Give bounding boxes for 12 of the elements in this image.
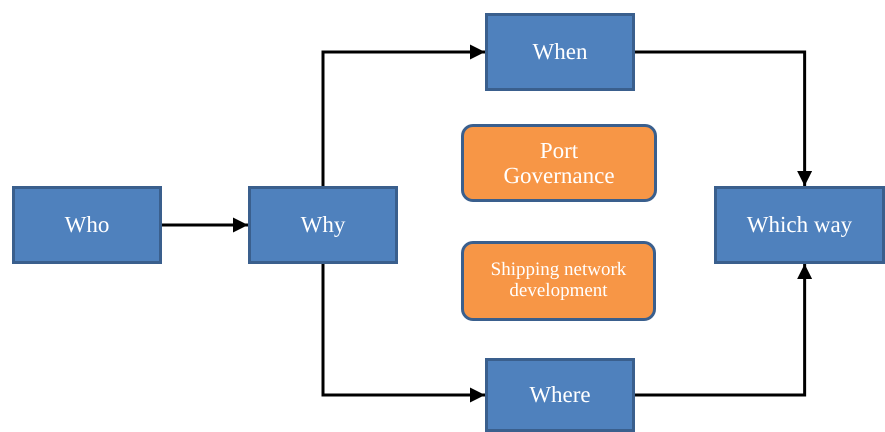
- arrow: [635, 50, 812, 186]
- process-box: Who: [12, 186, 162, 264]
- arrow: [635, 264, 812, 396]
- arrow: [162, 218, 248, 232]
- topic-box: Port Governance: [461, 124, 657, 202]
- arrow: [322, 44, 485, 186]
- process-box: Why: [248, 186, 398, 264]
- arrow: [322, 264, 485, 402]
- topic-box: Shipping network development: [461, 241, 656, 321]
- process-box: Which way: [714, 186, 885, 264]
- process-box: When: [485, 13, 635, 91]
- process-box: Where: [485, 358, 635, 432]
